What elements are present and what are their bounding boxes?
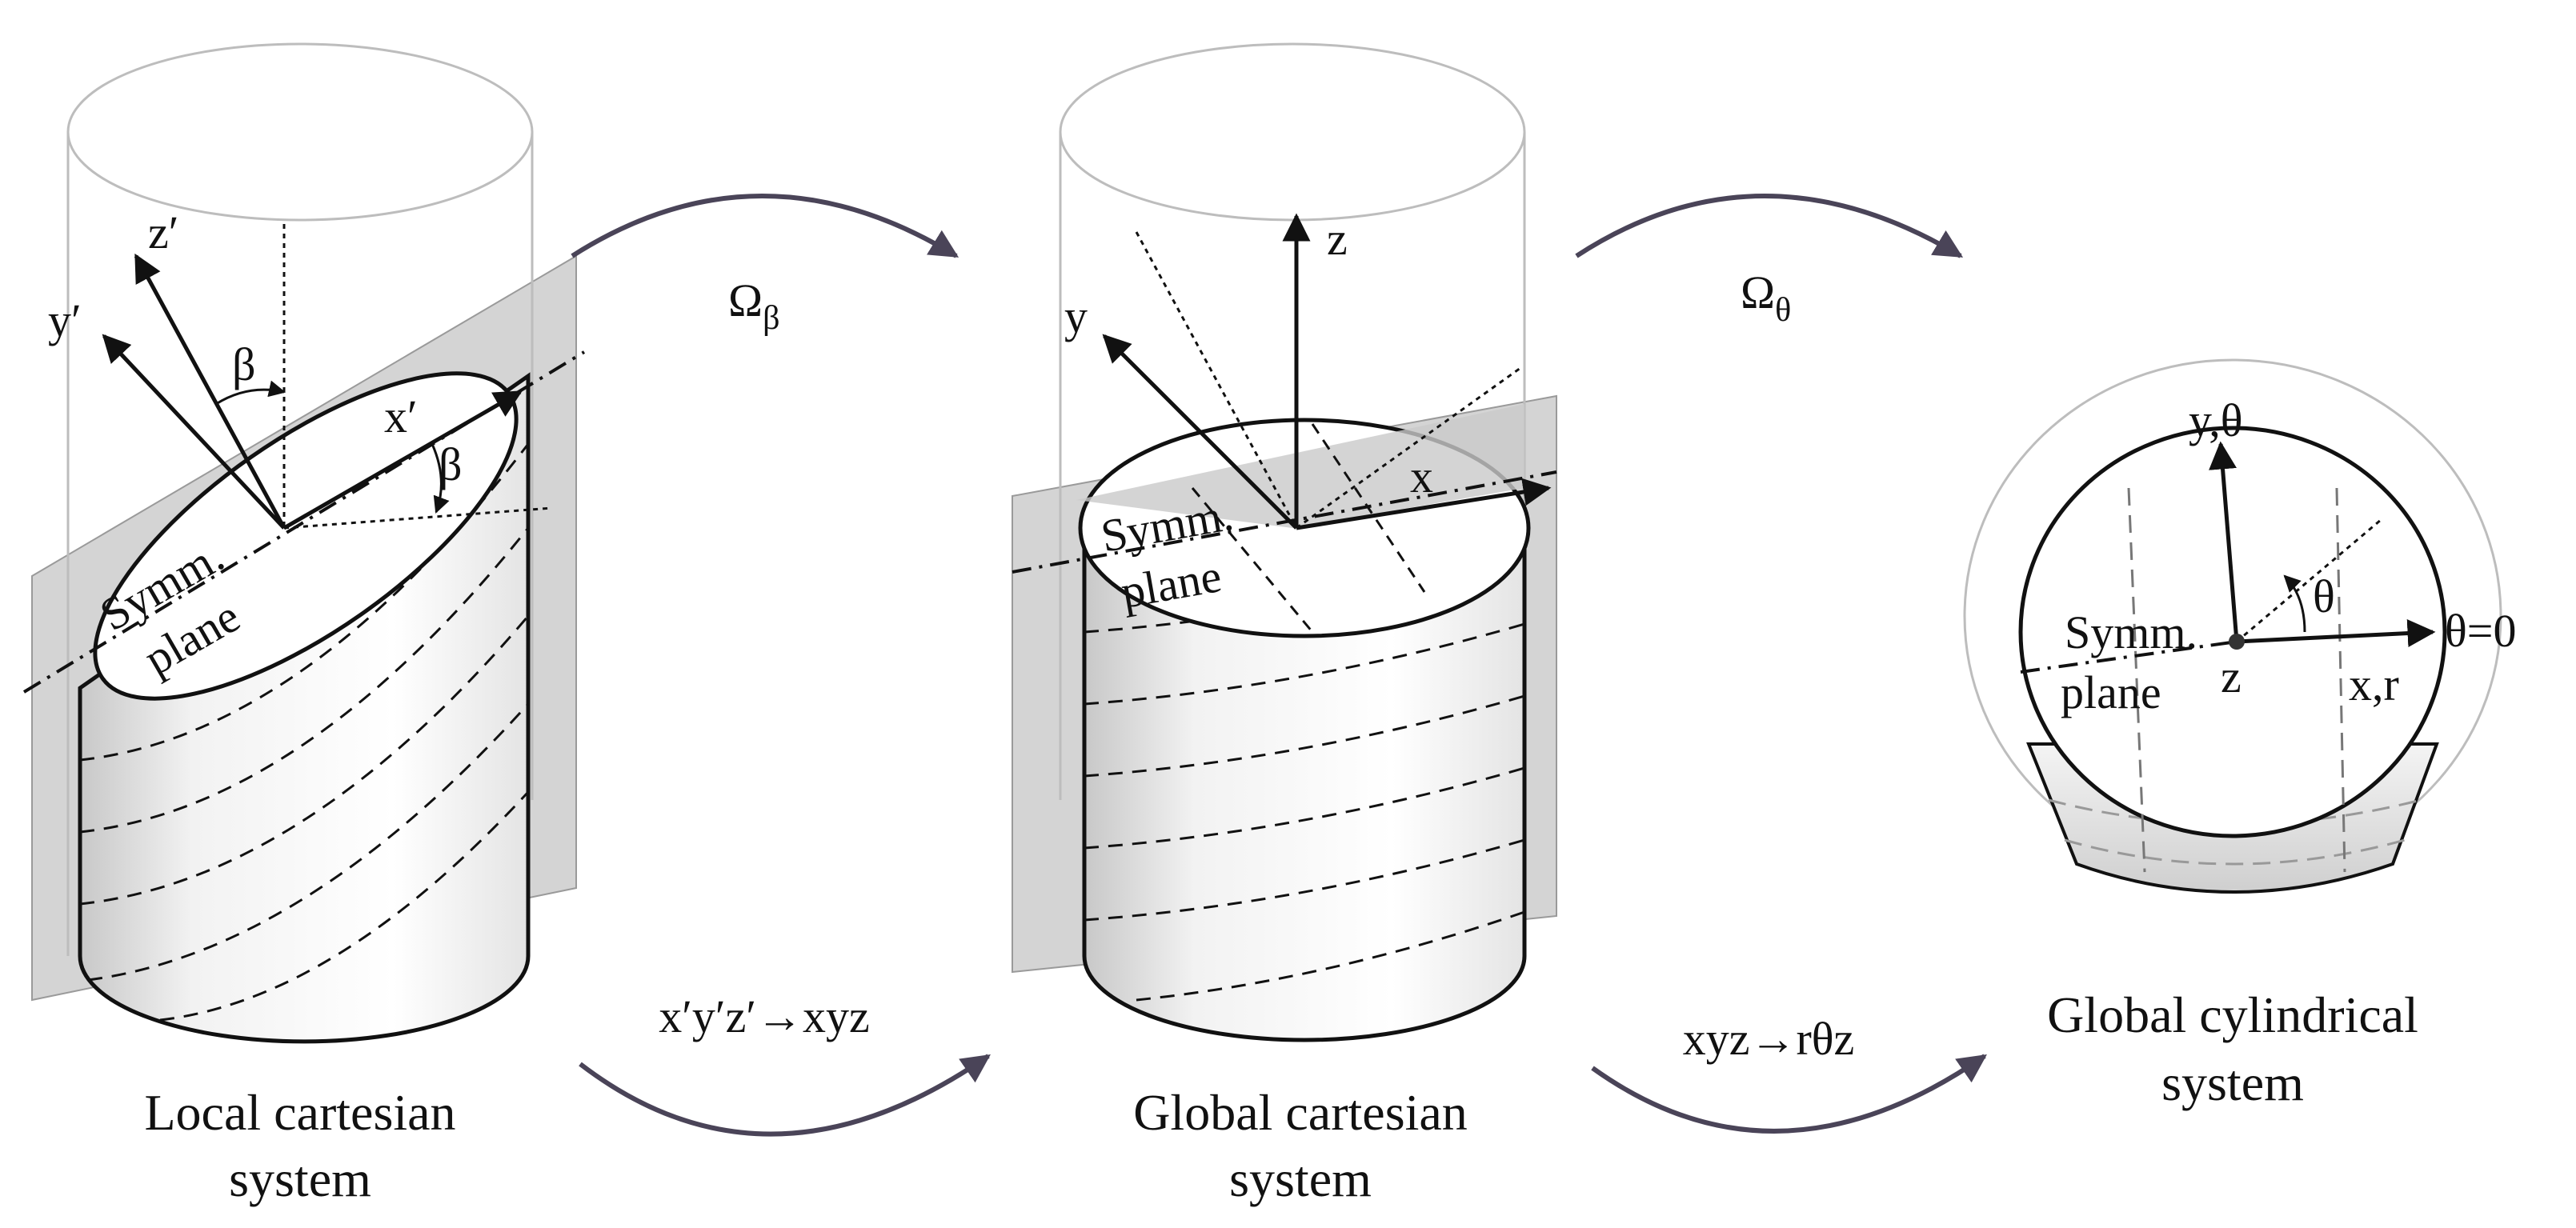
transform-2: Ωθ xyz→rθz xyxy=(1575,194,1987,1134)
panel-local-cartesian: z′ y′ x′ β β Symm. plane Local cartesian… xyxy=(22,42,586,1207)
label-theta: θ xyxy=(2313,570,2335,622)
axis-y-prime xyxy=(102,334,286,530)
label-symm-plane-3a: Symm. xyxy=(2065,606,2197,658)
axis-x-prime xyxy=(282,390,523,530)
arrow-mapping-2 xyxy=(1591,1054,1987,1134)
arrow-omega-beta xyxy=(571,194,959,258)
label-symm-plane-3b: plane xyxy=(2061,666,2161,718)
axis-z-prime xyxy=(134,253,286,530)
label-beta-2: β xyxy=(439,438,463,490)
label-y-theta: y,θ xyxy=(2189,394,2243,446)
transform-1: Ωβ x′y′z′→xyz xyxy=(571,194,991,1137)
caption-cyl-1: Global cylindrical xyxy=(2047,986,2418,1043)
label-y-prime: y′ xyxy=(48,294,82,346)
label-z-dot: z xyxy=(2221,650,2241,702)
caption-global-1: Global cartesian xyxy=(1133,1084,1468,1141)
axis-x xyxy=(1296,478,1552,530)
arrow-mapping-1 xyxy=(579,1054,991,1137)
axis-y-theta xyxy=(2209,441,2239,642)
label-x-r: x,r xyxy=(2349,658,2399,710)
cylinder-body-2 xyxy=(1082,510,1527,1042)
caption-local-1: Local cartesian xyxy=(144,1084,455,1141)
label-theta-zero: θ=0 xyxy=(2445,605,2517,657)
label-mapping-2: xyz→rθz xyxy=(1683,1013,1855,1065)
arrow-omega-theta xyxy=(1575,194,1964,258)
origin-dot xyxy=(2229,634,2245,650)
label-beta-1: β xyxy=(232,338,256,390)
label-omega-beta: Ωβ xyxy=(728,274,779,337)
axis-y xyxy=(1102,334,1298,530)
label-x-prime: x′ xyxy=(384,390,418,442)
panel-global-cylindrical: y,θ x,r z θ θ=0 Symm. plane Global cylin… xyxy=(1963,358,2517,1111)
label-y: y xyxy=(1064,290,1088,342)
axis-x-r xyxy=(2236,619,2436,648)
label-x: x xyxy=(1410,450,1433,502)
panel-global-cartesian: z y x Symm. plane Global cartesian syste… xyxy=(1012,42,1557,1207)
caption-global-2: system xyxy=(1229,1150,1372,1207)
label-mapping-1: x′y′z′→xyz xyxy=(659,990,870,1042)
label-z-prime: z′ xyxy=(148,206,178,258)
ghost-cylinder xyxy=(66,42,534,956)
caption-local-2: system xyxy=(229,1150,371,1207)
label-z: z xyxy=(1327,213,1348,265)
label-omega-theta: Ωθ xyxy=(1741,266,1791,329)
caption-cyl-2: system xyxy=(2161,1054,2304,1111)
